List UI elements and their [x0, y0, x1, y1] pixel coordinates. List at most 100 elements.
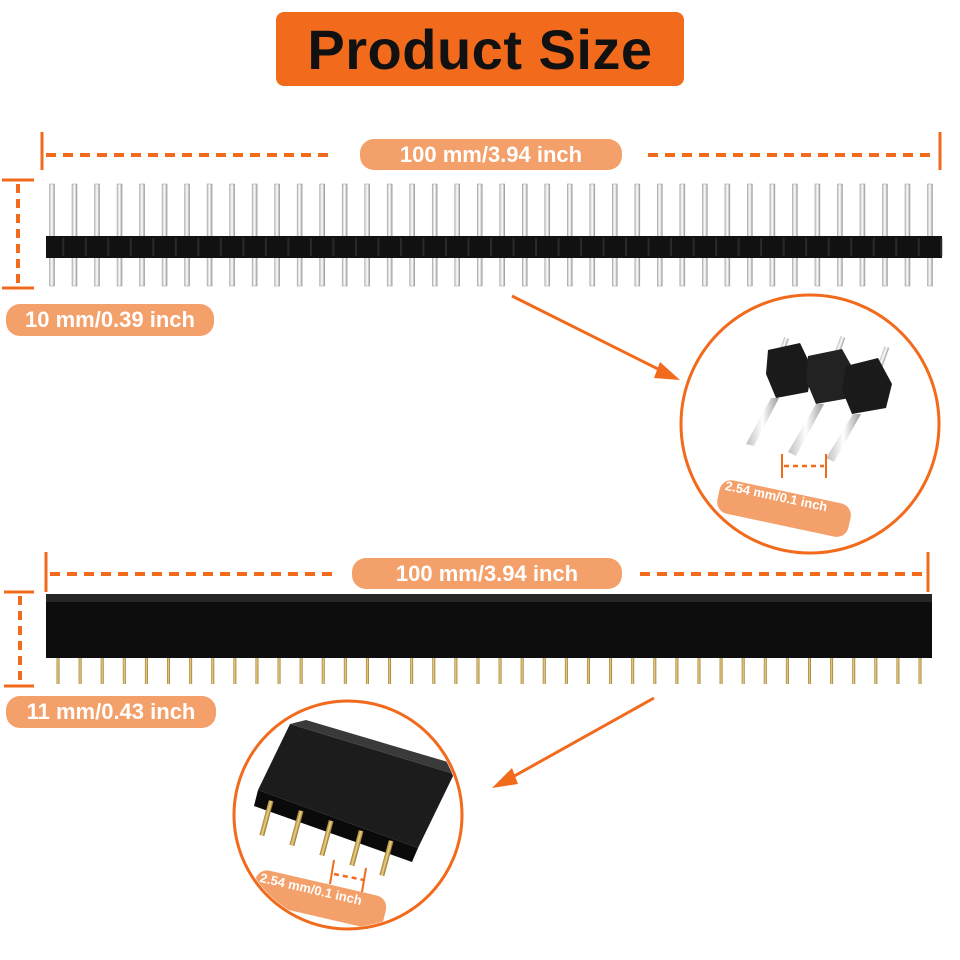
- male-pin-bottom: [769, 255, 776, 287]
- male-strip-notch: [84, 238, 87, 256]
- male-strip-notch: [535, 238, 538, 256]
- female-pin: [918, 658, 922, 684]
- male-pin-bottom: [927, 255, 933, 287]
- male-pin-bottom: [296, 255, 303, 287]
- female-height-dimension: [4, 590, 34, 688]
- female-pin: [211, 658, 215, 684]
- male-pin-bottom: [476, 255, 483, 287]
- male-closeup-circle: [679, 293, 941, 555]
- male-strip-notch: [444, 238, 447, 256]
- female-height-label: 11 mm/0.43 inch: [6, 696, 216, 728]
- male-pin-bottom: [161, 255, 168, 287]
- female-closeup-arrow: [492, 696, 655, 788]
- male-strip-notch: [625, 238, 628, 256]
- male-pin-top: [184, 183, 190, 239]
- male-length-label: 100 mm/3.94 inch: [360, 139, 622, 170]
- male-height-label: 10 mm/0.39 inch: [6, 304, 214, 336]
- female-pin: [365, 658, 369, 684]
- male-strip-notch: [377, 238, 380, 256]
- female-pin: [78, 658, 82, 684]
- title-banner: Product Size: [276, 12, 684, 86]
- male-strip-body: [46, 236, 942, 258]
- male-pin-bottom: [94, 255, 100, 287]
- male-pin-top: [904, 183, 911, 239]
- male-strip-notch: [332, 238, 335, 256]
- male-pin-top: [206, 183, 213, 239]
- male-pin-bottom: [71, 255, 78, 287]
- male-pin-top: [409, 183, 415, 239]
- male-strip-notch: [490, 238, 492, 256]
- female-pin: [807, 658, 811, 684]
- male-pin-top: [431, 183, 438, 239]
- male-strip-notch: [647, 238, 650, 256]
- female-pin: [852, 658, 856, 684]
- male-pin-top: [747, 183, 753, 239]
- male-pin-bottom: [139, 255, 145, 287]
- male-strip-notch: [557, 238, 560, 256]
- male-pin-bottom: [634, 255, 641, 287]
- female-pin: [100, 658, 104, 684]
- male-pin-top: [702, 183, 708, 239]
- female-pin: [763, 658, 767, 684]
- male-pin-top: [634, 183, 641, 239]
- male-pin-top: [657, 183, 663, 239]
- male-length-dimension: [40, 132, 942, 170]
- male-pin-bottom: [837, 255, 843, 287]
- male-pin-top: [49, 183, 55, 239]
- male-pin-top: [341, 183, 348, 239]
- male-strip-notch: [467, 238, 470, 256]
- female-pin: [299, 658, 303, 684]
- female-pin: [122, 658, 126, 684]
- male-pin-top: [499, 183, 506, 239]
- male-pin-top: [319, 183, 325, 239]
- male-pin-bottom: [341, 255, 348, 287]
- male-strip-notch: [850, 238, 853, 256]
- female-pin: [830, 658, 834, 684]
- male-pin-top: [544, 183, 551, 239]
- female-header-strip: [46, 594, 932, 684]
- female-pin: [675, 658, 679, 684]
- male-pin-bottom: [567, 255, 573, 287]
- female-pin: [874, 658, 878, 684]
- male-strip-notch: [512, 238, 515, 256]
- male-pin-header-strip: [46, 183, 943, 287]
- female-pin: [410, 658, 414, 684]
- male-pin-top: [386, 183, 393, 239]
- male-pin-bottom: [274, 255, 280, 287]
- female-pin: [631, 658, 635, 684]
- male-pin-bottom: [409, 255, 415, 287]
- male-strip-notch: [152, 238, 155, 256]
- male-pin-bottom: [454, 255, 460, 287]
- male-pin-top: [229, 183, 235, 239]
- male-strip-notch: [737, 238, 740, 256]
- page-title: Product Size: [307, 17, 653, 81]
- female-pin: [719, 658, 723, 684]
- female-pin: [896, 658, 900, 684]
- male-pin-bottom: [499, 255, 506, 287]
- male-strip-notch: [242, 238, 245, 256]
- male-pin-bottom: [49, 255, 55, 287]
- male-pin-bottom: [657, 255, 663, 287]
- male-pin-top: [837, 183, 843, 239]
- female-pin: [586, 658, 590, 684]
- male-strip-notch: [805, 238, 808, 256]
- male-strip-notch: [827, 238, 830, 256]
- female-pin: [277, 658, 281, 684]
- female-length-label: 100 mm/3.94 inch: [352, 558, 622, 589]
- male-pin-top: [364, 183, 370, 239]
- male-strip-notch: [580, 238, 583, 256]
- male-pin-top: [814, 183, 821, 239]
- male-pin-top: [859, 183, 866, 239]
- female-pin: [388, 658, 392, 684]
- female-pin: [564, 658, 568, 684]
- male-pin-top: [522, 183, 528, 239]
- female-pin: [432, 658, 436, 684]
- male-strip-notch: [219, 238, 222, 256]
- male-pin-bottom: [814, 255, 821, 287]
- male-pin-bottom: [882, 255, 888, 287]
- male-pin-bottom: [522, 255, 528, 287]
- male-closeup-arrow: [511, 294, 680, 380]
- female-length-dimension: [44, 552, 930, 592]
- male-strip-notch: [264, 238, 267, 256]
